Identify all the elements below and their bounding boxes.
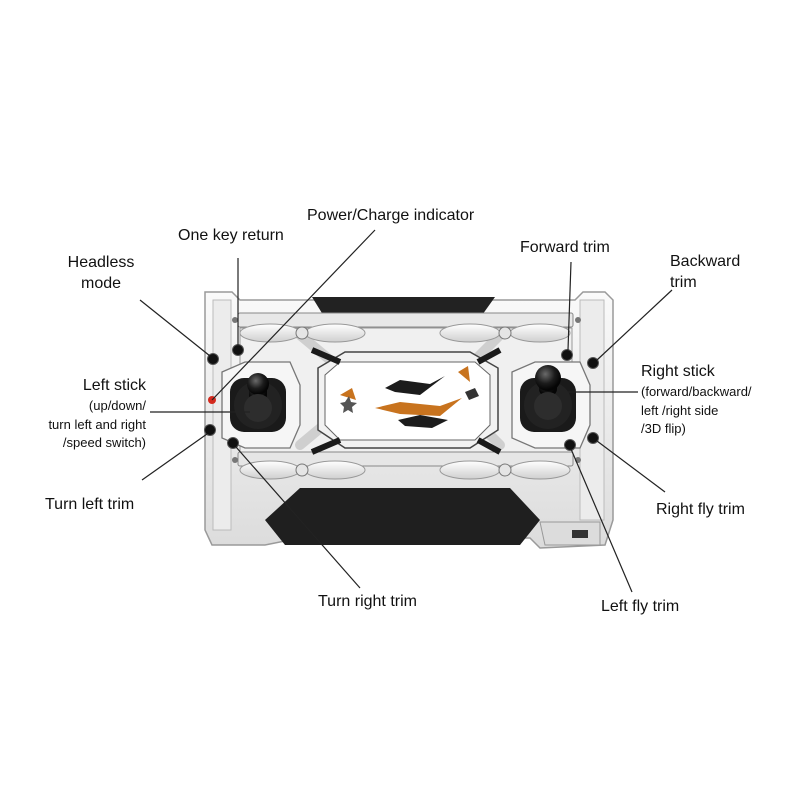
label-right-stick-detail-1: (forward/backward/ [641, 383, 752, 399]
leader-line-headless [139, 299, 211, 357]
label-left-fly-trim: Left fly trim [601, 598, 680, 615]
leader-line-backward-trim [596, 289, 673, 361]
label-left-stick-detail-2: turn left and right [48, 416, 146, 432]
propeller-icon [509, 323, 571, 343]
propeller-icon [304, 460, 366, 480]
bottom-dark-panel [265, 488, 540, 545]
label-left-stick: Left stick (up/down/ turn left and right… [34, 376, 146, 453]
leader-lines [139, 229, 673, 593]
label-headless-mode-line-2: mode [80, 274, 122, 292]
label-headless-mode-line-1: Headless [67, 254, 135, 271]
leader-line-turn-right-trim [235, 446, 361, 589]
label-left-stick-detail-3: /speed switch) [62, 435, 146, 451]
propeller-icon [509, 460, 571, 480]
propeller-icon [304, 323, 366, 343]
left-stick[interactable] [230, 373, 286, 432]
label-headless-mode: Headless mode [60, 253, 142, 295]
propeller-icon [239, 460, 301, 480]
drone [239, 323, 571, 480]
label-right-stick-detail-2: left /right side [641, 402, 719, 418]
leader-line-left-fly-trim [570, 448, 633, 593]
turn-right-trim-button[interactable] [227, 437, 239, 449]
backward-trim-button[interactable] [587, 357, 599, 369]
leader-line-right-fly-trim [596, 440, 666, 493]
leader-line-forward-trim [567, 261, 572, 351]
label-right-stick-detail-3: /3D flip) [641, 421, 686, 437]
right-fly-trim-button[interactable] [587, 432, 599, 444]
label-right-stick-title: Right stick [641, 363, 715, 380]
label-backward-trim-line-2: trim [670, 273, 697, 291]
propeller-icon [439, 323, 501, 343]
right-stick[interactable] [520, 365, 576, 432]
label-right-stick: Right stick (forward/backward/ left /rig… [641, 362, 752, 439]
label-forward-trim: Forward trim [520, 239, 610, 256]
label-one-key-return: One key return [178, 227, 284, 244]
label-turn-left-trim: Turn left trim [45, 496, 135, 513]
label-backward-trim-line-1: Backward [670, 253, 741, 270]
label-power-charge-indicator: Power/Charge indicator [307, 207, 475, 224]
label-left-stick-title: Left stick [82, 377, 146, 394]
label-backward-trim: Backward trim [670, 252, 740, 294]
leader-line-turn-left-trim [141, 433, 208, 481]
one-key-return-button[interactable] [232, 344, 244, 356]
label-right-fly-trim: Right fly trim [656, 501, 745, 518]
forward-trim-button[interactable] [561, 349, 573, 361]
propeller-icon [439, 460, 501, 480]
leader-line-power [211, 229, 376, 401]
left-fly-trim-button[interactable] [564, 439, 576, 451]
turn-left-trim-button[interactable] [204, 424, 216, 436]
headless-mode-button[interactable] [207, 353, 219, 365]
label-turn-right-trim: Turn right trim [318, 593, 417, 610]
label-left-stick-detail-1: (up/down/ [88, 397, 146, 413]
